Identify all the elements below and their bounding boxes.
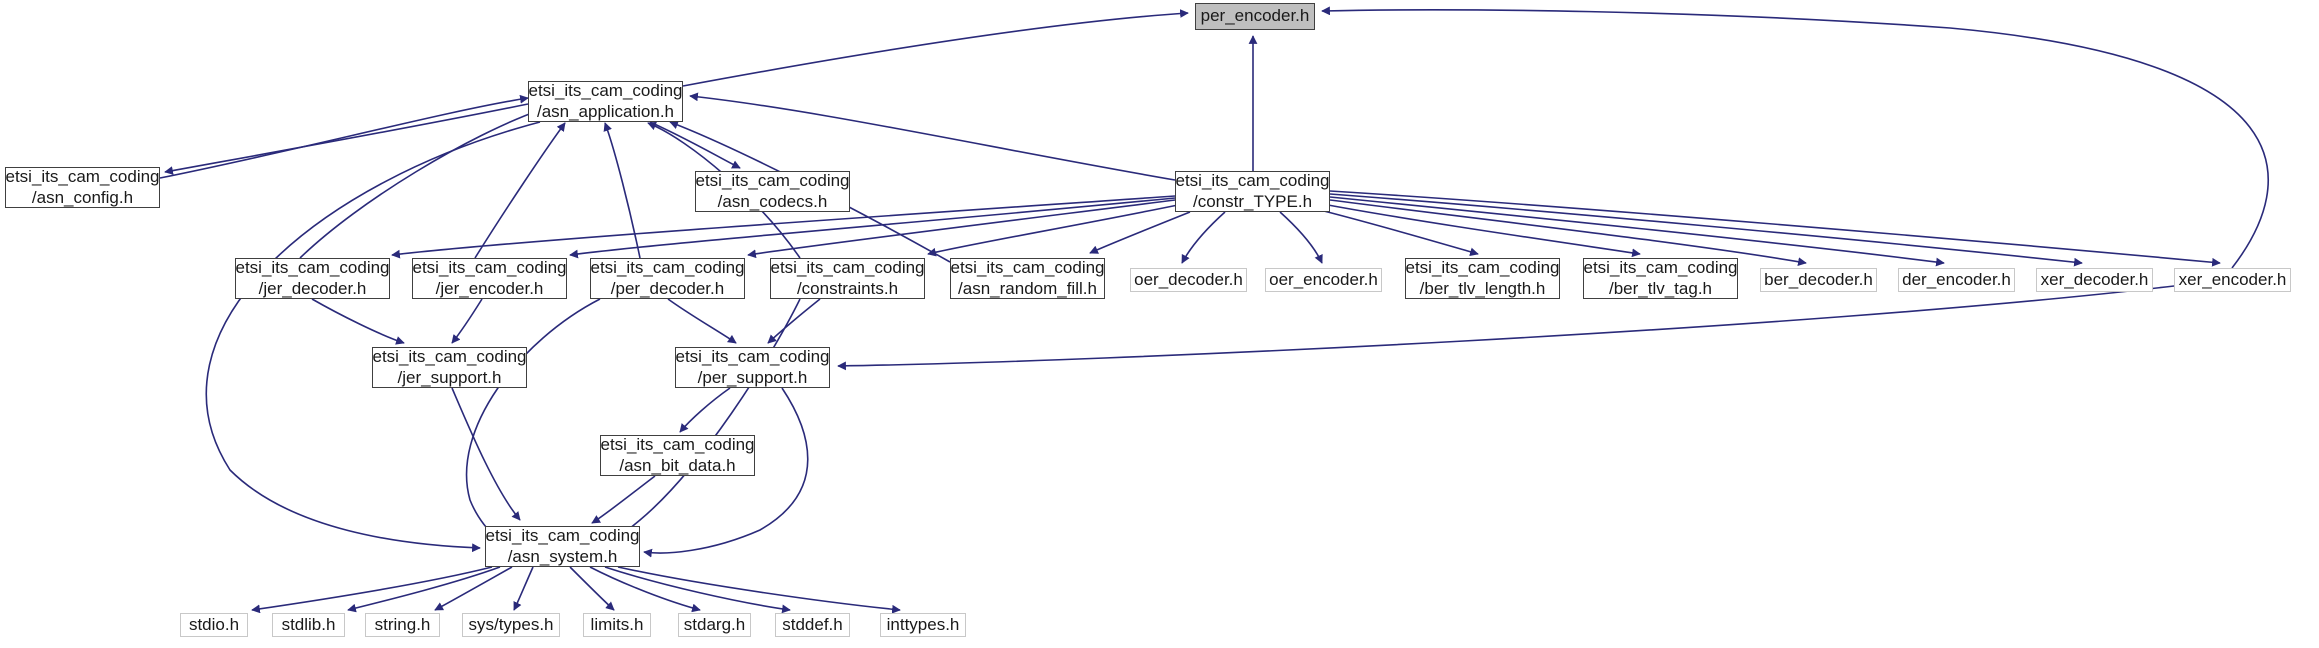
dependency-edge <box>682 9 1189 87</box>
graph-node-jer_support[interactable]: etsi_its_cam_coding /jer_support.h <box>372 347 527 388</box>
dependency-edge <box>1319 209 1479 257</box>
graph-node-asn_codecs[interactable]: etsi_its_cam_coding /asn_codecs.h <box>695 171 850 212</box>
graph-node-constraints[interactable]: etsi_its_cam_coding /constraints.h <box>770 258 925 299</box>
dependency-edge <box>679 387 731 433</box>
graph-node-asn_random_fill[interactable]: etsi_its_cam_coding /asn_random_fill.h <box>950 258 1105 299</box>
dependency-edge <box>1327 204 1641 258</box>
dependency-edge <box>1329 193 2083 267</box>
graph-node-oer_encoder[interactable]: oer_encoder.h <box>1265 268 1382 292</box>
edge-group <box>159 6 2269 614</box>
dependency-edge <box>513 566 534 611</box>
dependency-edge <box>603 122 641 259</box>
graph-node-asn_system[interactable]: etsi_its_cam_coding /asn_system.h <box>485 526 640 567</box>
graph-node-limits[interactable]: limits.h <box>583 613 651 637</box>
dependency-edge <box>569 566 615 611</box>
dependency-edge <box>689 92 1176 181</box>
dependency-edge <box>1329 199 1807 266</box>
dependency-edge <box>617 566 901 614</box>
dependency-edge <box>311 298 405 345</box>
graph-node-inttypes[interactable]: inttypes.h <box>880 613 966 637</box>
dependency-edge <box>1279 211 1323 264</box>
graph-node-constr_TYPE[interactable]: etsi_its_cam_coding /constr_TYPE.h <box>1175 171 1330 212</box>
dependency-edge <box>465 298 601 541</box>
graph-node-stdarg[interactable]: stdarg.h <box>678 613 751 637</box>
graph-node-systypes[interactable]: sys/types.h <box>462 613 560 637</box>
graph-node-xer_encoder[interactable]: xer_encoder.h <box>2174 268 2291 292</box>
graph-node-ber_decoder[interactable]: ber_decoder.h <box>1760 268 1877 292</box>
dependency-edge <box>1329 190 2221 267</box>
dependency-edge <box>1329 196 1945 267</box>
graph-node-asn_application[interactable]: etsi_its_cam_coding /asn_application.h <box>528 81 683 122</box>
graph-node-oer_decoder[interactable]: oer_decoder.h <box>1130 268 1247 292</box>
dependency-edge <box>251 566 493 614</box>
dependency-edge <box>569 197 1176 259</box>
graph-node-der_encoder[interactable]: der_encoder.h <box>1898 268 2015 292</box>
dependency-edge <box>1321 6 2269 269</box>
dependency-edge <box>609 298 801 545</box>
dependency-edge <box>451 387 521 521</box>
dependency-edge <box>299 108 541 259</box>
graph-node-per_support[interactable]: etsi_its_cam_coding /per_support.h <box>675 347 830 388</box>
graph-node-ber_tlv_length[interactable]: etsi_its_cam_coding /ber_tlv_length.h <box>1405 258 1560 299</box>
graph-node-stdlib[interactable]: stdlib.h <box>272 613 345 637</box>
graph-node-xer_decoder[interactable]: xer_decoder.h <box>2036 268 2153 292</box>
graph-node-ber_tlv_tag[interactable]: etsi_its_cam_coding /ber_tlv_tag.h <box>1583 258 1738 299</box>
dependency-edge <box>589 566 701 613</box>
graph-node-jer_decoder[interactable]: etsi_its_cam_coding /jer_decoder.h <box>235 258 390 299</box>
dependency-edge <box>347 566 501 613</box>
dependency-edge <box>451 298 483 344</box>
dependency-edge <box>649 121 741 169</box>
dependency-edge <box>434 566 513 611</box>
graph-node-jer_encoder[interactable]: etsi_its_cam_coding /jer_encoder.h <box>412 258 567 299</box>
dependency-edge <box>667 298 737 344</box>
dependency-edge <box>767 298 821 344</box>
graph-node-per_decoder[interactable]: etsi_its_cam_coding /per_decoder.h <box>590 258 745 299</box>
graph-node-stddef[interactable]: stddef.h <box>775 613 850 637</box>
dependency-edge <box>159 94 529 179</box>
dependency-edge <box>927 204 1179 257</box>
dependency-edge <box>591 475 656 524</box>
graph-node-asn_config[interactable]: etsi_its_cam_coding /asn_config.h <box>5 167 160 208</box>
dependency-edge <box>205 121 541 553</box>
dependency-edge <box>474 122 566 259</box>
dependency-edge <box>164 103 529 175</box>
graph-node-asn_bit_data[interactable]: etsi_its_cam_coding /asn_bit_data.h <box>600 435 755 476</box>
graph-node-string[interactable]: string.h <box>365 613 440 637</box>
graph-node-stdio[interactable]: stdio.h <box>180 613 248 637</box>
graph-node-per_encoder[interactable]: per_encoder.h <box>1195 3 1315 30</box>
dependency-edge <box>1181 211 1226 264</box>
dependency-edge <box>1089 211 1191 254</box>
dependency-edge <box>604 566 791 614</box>
